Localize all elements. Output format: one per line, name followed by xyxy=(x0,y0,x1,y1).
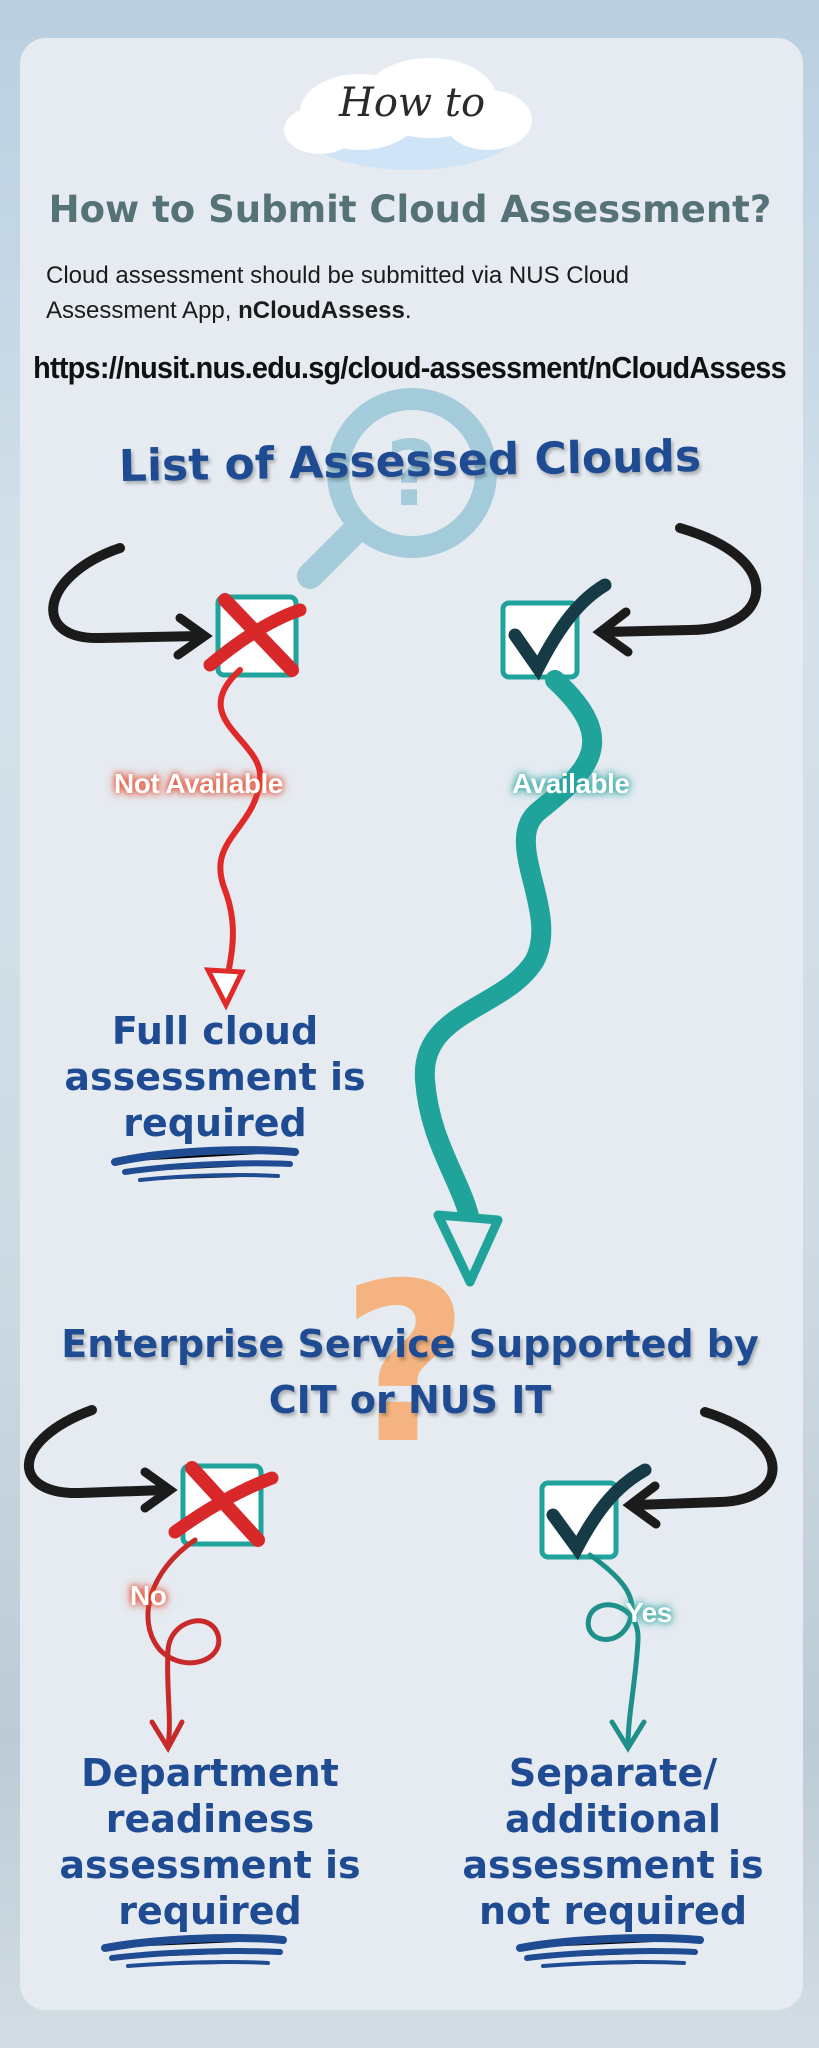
magnifier-icon: ? xyxy=(297,388,497,589)
app-name: nCloudAssess xyxy=(238,297,405,324)
outcome-line: additional xyxy=(504,1797,722,1841)
red-loop-arrow-icon xyxy=(145,1537,222,1754)
department-assessment-outcome: Department readiness assessment is requi… xyxy=(25,1750,395,1934)
brush-underline-icon xyxy=(111,1146,299,1182)
no-label: No xyxy=(130,1580,167,1611)
outcome-line: readiness xyxy=(105,1797,315,1841)
svg-text:?: ? xyxy=(386,422,438,527)
teal-wavy-arrow-icon xyxy=(414,670,603,1245)
enterprise-service-heading: Enterprise Service Supported by CIT or N… xyxy=(60,1316,760,1428)
curved-arrow-left-icon xyxy=(48,543,213,660)
curved-arrow-left-2-icon xyxy=(23,1405,178,1513)
intro-line-2: Assessment App, nCloudAssess. xyxy=(46,293,726,328)
outcome-line: not required xyxy=(478,1889,748,1933)
teal-arrow-head-icon xyxy=(433,1210,503,1287)
heading-line-2: CIT or NUS IT xyxy=(268,1378,552,1422)
assessed-clouds-heading: List of Assessed Clouds xyxy=(118,430,702,493)
red-wavy-arrow-icon xyxy=(203,667,264,1011)
outcome-line: assessment is xyxy=(64,1055,366,1099)
available-label: Available xyxy=(512,768,630,799)
not-available-label: Not Available xyxy=(114,768,283,799)
how-to-badge: How to xyxy=(338,80,486,126)
intro-line-2-prefix: Assessment App, xyxy=(46,297,239,324)
yes-label: Yes xyxy=(625,1597,672,1628)
content-card xyxy=(20,38,803,2010)
teal-loop-arrow-icon xyxy=(585,1552,647,1753)
cross-checkbox-2-icon xyxy=(168,1461,279,1547)
question-mark-icon: ? xyxy=(341,1236,469,1492)
brush-underline-3-icon xyxy=(516,1934,704,1968)
cloud-icon xyxy=(284,58,532,170)
outcome-line: required xyxy=(123,1101,307,1145)
cross-checkbox-icon xyxy=(203,593,307,678)
outcome-line: assessment is xyxy=(59,1843,361,1887)
outcome-line: Separate/ xyxy=(508,1751,718,1795)
intro-line-2-suffix: . xyxy=(404,297,412,324)
check-checkbox-2-icon xyxy=(539,1463,652,1561)
curved-arrow-right-2-icon xyxy=(622,1407,778,1529)
check-checkbox-icon xyxy=(500,578,612,681)
intro-line-1: Cloud assessment should be submitted via… xyxy=(46,262,629,289)
outcome-line: required xyxy=(118,1889,302,1933)
no-assessment-outcome: Separate/ additional assessment is not r… xyxy=(438,1750,788,1934)
curved-arrow-right-icon xyxy=(592,523,762,657)
page-title: How to Submit Cloud Assessment? xyxy=(48,188,772,231)
full-assessment-outcome: Full cloud assessment is required xyxy=(40,1008,390,1146)
intro-text: Cloud assessment should be submitted via… xyxy=(46,258,726,328)
outcome-line: assessment is xyxy=(462,1843,764,1887)
heading-line-1: Enterprise Service Supported by xyxy=(61,1322,759,1366)
outcome-line: Full cloud xyxy=(111,1009,319,1053)
assessment-url[interactable]: https://nusit.nus.edu.sg/cloud-assessmen… xyxy=(33,350,787,385)
brush-underline-2-icon xyxy=(101,1934,287,1968)
outcome-line: Department xyxy=(81,1751,339,1795)
